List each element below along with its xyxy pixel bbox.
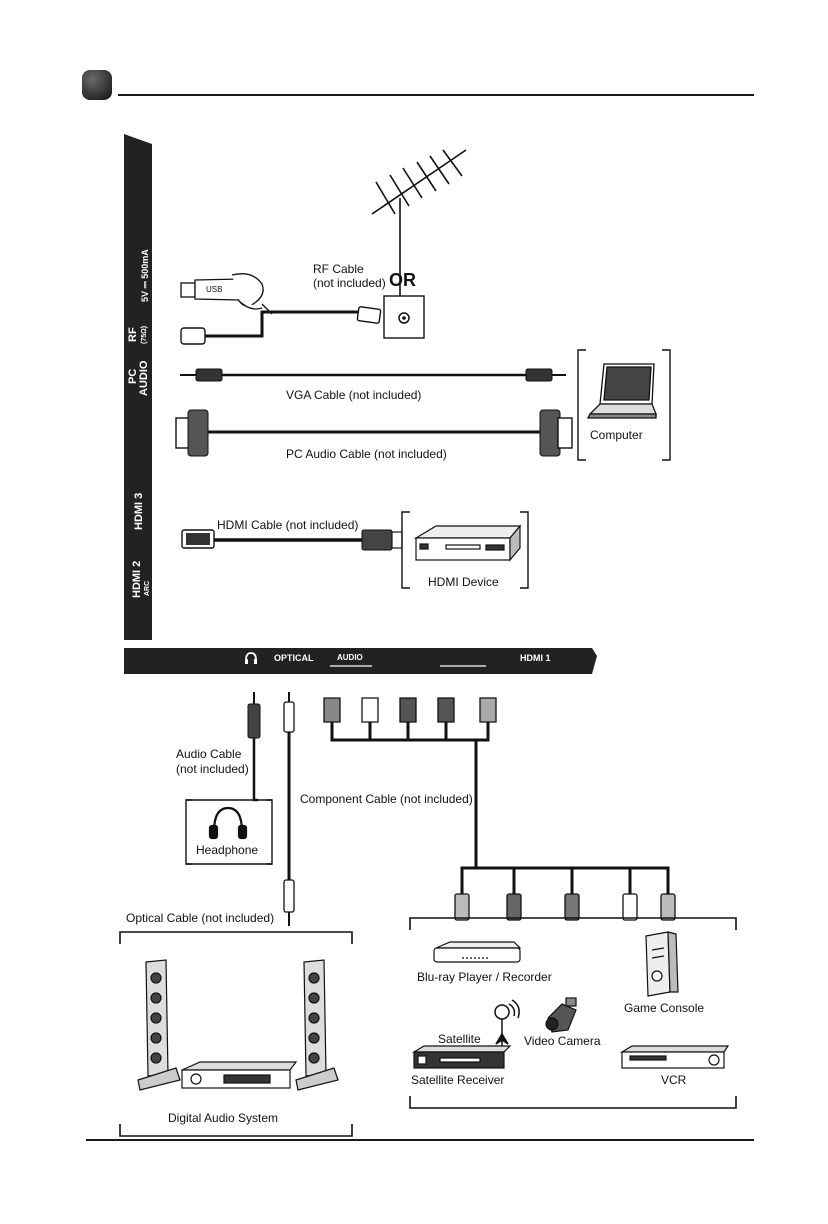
pc-audio-cable-label: PC Audio Cable (not included) <box>286 447 447 461</box>
vga-cable-label: VGA Cable (not included) <box>286 388 422 402</box>
optical-cable-label: Optical Cable (not included) <box>126 911 275 925</box>
port-label-rf-impedance: (75Ω) <box>141 325 148 344</box>
hdmi-device-label: HDMI Device <box>428 575 499 589</box>
game-console-icon <box>645 931 679 997</box>
game-console-label: Game Console <box>624 1001 705 1015</box>
component-cable-label: Component Cable (not included) <box>300 792 473 806</box>
header-rule <box>118 94 754 96</box>
audio-cable-not-included-label: (not included) <box>176 762 249 776</box>
av-receiver-icon <box>181 1061 298 1089</box>
port-label-hdmi1: HDMI 1 <box>520 653 551 663</box>
component-plugs-bottom <box>454 866 676 921</box>
section-bullet-icon <box>82 70 112 100</box>
computer-bracket <box>577 349 671 461</box>
rf-cable <box>180 306 382 345</box>
dvd-player-icon <box>413 524 522 562</box>
component-plugs-top <box>323 697 497 868</box>
headphone-label: Headphone <box>196 843 259 857</box>
video-camera-icon <box>545 997 577 1033</box>
hdmi-device-bracket <box>401 511 529 589</box>
port-label-audio: AUDIO <box>138 360 150 396</box>
digital-audio-bracket <box>119 931 353 1137</box>
vcr-icon <box>619 1045 730 1069</box>
tv-bottom-panel <box>124 648 597 674</box>
optical-cable <box>283 692 295 926</box>
rf-cable-not-included-label: (not included) <box>313 276 386 290</box>
tv-side-panel <box>124 134 152 640</box>
port-label-hdmi3: HDMI 3 <box>133 492 145 530</box>
bluray-label: Blu-ray Player / Recorder <box>417 970 552 984</box>
headphone-icon <box>208 806 248 840</box>
port-label-hdmi2: HDMI 2 <box>131 560 143 598</box>
port-label-usb-power: 5V ⎓ 500mA <box>140 249 150 302</box>
usb-label: USB <box>206 285 223 294</box>
satellite-receiver-icon <box>411 1045 512 1069</box>
antenna-icon <box>371 149 467 296</box>
pc-audio-cable <box>180 368 566 382</box>
digital-audio-system-label: Digital Audio System <box>168 1111 279 1125</box>
port-label-rf: RF <box>127 327 139 342</box>
vga-cable <box>175 409 573 457</box>
laptop-icon <box>586 363 657 419</box>
footer-rule <box>86 1139 754 1141</box>
port-label-pc: PC <box>127 368 139 384</box>
device-group-bracket <box>409 917 737 1109</box>
bluray-player-icon <box>433 941 522 963</box>
headphone-audio-cable <box>247 692 261 802</box>
satellite-receiver-label: Satellite Receiver <box>411 1073 505 1087</box>
right-speaker-icon <box>295 959 339 1091</box>
hdmi-cable <box>181 529 403 551</box>
headphone-jack-icon <box>244 651 258 665</box>
video-camera-label: Video Camera <box>524 1034 601 1048</box>
usb-stick-icon <box>180 273 273 315</box>
left-speaker-icon <box>137 959 181 1091</box>
or-label: OR <box>389 270 416 290</box>
vcr-label: VCR <box>661 1073 687 1087</box>
satellite-dish-icon <box>494 999 520 1050</box>
port-label-optical: OPTICAL <box>274 653 314 663</box>
audio-cable-label: Audio Cable <box>176 747 242 761</box>
port-label-arc: ARC <box>144 580 151 596</box>
satellite-label: Satellite <box>438 1032 481 1046</box>
port-label-component-audio: AUDIO <box>337 653 363 662</box>
rf-cable-label: RF Cable <box>313 262 364 276</box>
hdmi-cable-label: HDMI Cable (not included) <box>217 518 359 532</box>
computer-label: Computer <box>590 428 643 442</box>
